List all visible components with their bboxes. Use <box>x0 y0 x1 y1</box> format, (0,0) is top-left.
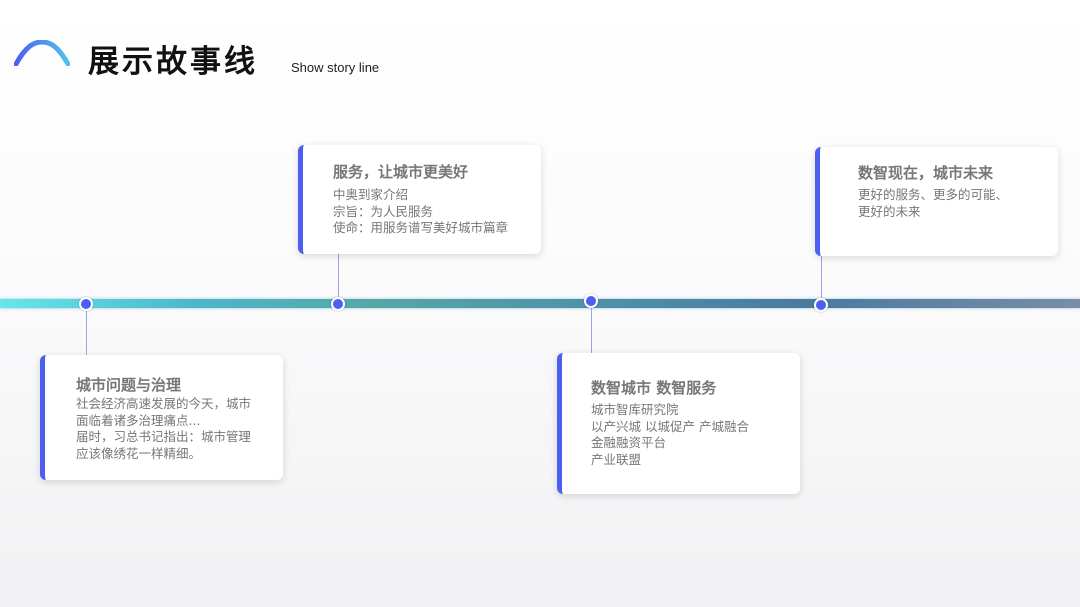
card-title: 数智现在，城市未来 <box>858 164 994 182</box>
card-line: 金融融资平台 <box>591 435 667 450</box>
card-line: 面临着诸多治理痛点... <box>76 412 201 428</box>
timeline-node <box>331 297 345 311</box>
card-title: 数智城市 数智服务 <box>591 379 717 397</box>
card-title: 服务，让城市更美好 <box>333 163 469 181</box>
card-line: 宗旨：为人民服务 <box>333 203 434 219</box>
timeline-bar <box>0 299 1080 308</box>
card-line: 以产兴城 以城促产 产城融合 <box>591 418 749 434</box>
connector-line <box>86 309 87 355</box>
card-line: 应该像绣花一样精细。 <box>76 445 202 461</box>
card-body: 中奥到家介绍 宗旨：为人民服务 使命：用服务谱写美好城市篇章 <box>333 187 508 237</box>
page-subtitle: Show story line <box>291 60 380 75</box>
card-title: 城市问题与治理 <box>76 376 182 394</box>
connector-line <box>338 254 339 300</box>
card-line: 更好的服务、更多的可能、 <box>858 187 1009 202</box>
timeline-node <box>79 297 93 311</box>
story-card-3: 数智城市 数智服务 城市智库研究院 以产兴城 以城促产 产城融合 金融融资平台 … <box>557 353 800 494</box>
story-card-2: 服务，让城市更美好 中奥到家介绍 宗旨：为人民服务 使命：用服务谱写美好城市篇章 <box>298 145 541 254</box>
card-line: 使命：用服务谱写美好城市篇章 <box>333 220 509 235</box>
timeline-node <box>814 298 828 312</box>
card-line: 社会经济高速发展的今天，城市 <box>76 396 252 411</box>
card-line: 城市智库研究院 <box>591 402 679 417</box>
card-line: 届时，习总书记指出：城市管理 <box>76 429 252 444</box>
card-body: 城市智库研究院 以产兴城 以城促产 产城融合 金融融资平台 产业联盟 <box>591 402 749 468</box>
story-card-4: 数智现在，城市未来 更好的服务、更多的可能、 更好的未来 <box>815 147 1058 256</box>
timeline-node <box>584 294 598 308</box>
card-line: 产业联盟 <box>591 451 642 467</box>
card-line: 中奥到家介绍 <box>333 187 409 202</box>
story-card-1: 城市问题与治理 社会经济高速发展的今天，城市 面临着诸多治理痛点... 届时，习… <box>40 355 283 480</box>
page-title: 展示故事线 <box>88 44 258 80</box>
connector-line <box>821 256 822 300</box>
card-body: 社会经济高速发展的今天，城市 面临着诸多治理痛点... 届时，习总书记指出：城市… <box>76 396 251 462</box>
card-body: 更好的服务、更多的可能、 更好的未来 <box>858 187 1008 220</box>
mountain-arc-logo-icon <box>14 40 70 66</box>
card-line: 更好的未来 <box>858 203 921 219</box>
connector-line <box>591 306 592 354</box>
